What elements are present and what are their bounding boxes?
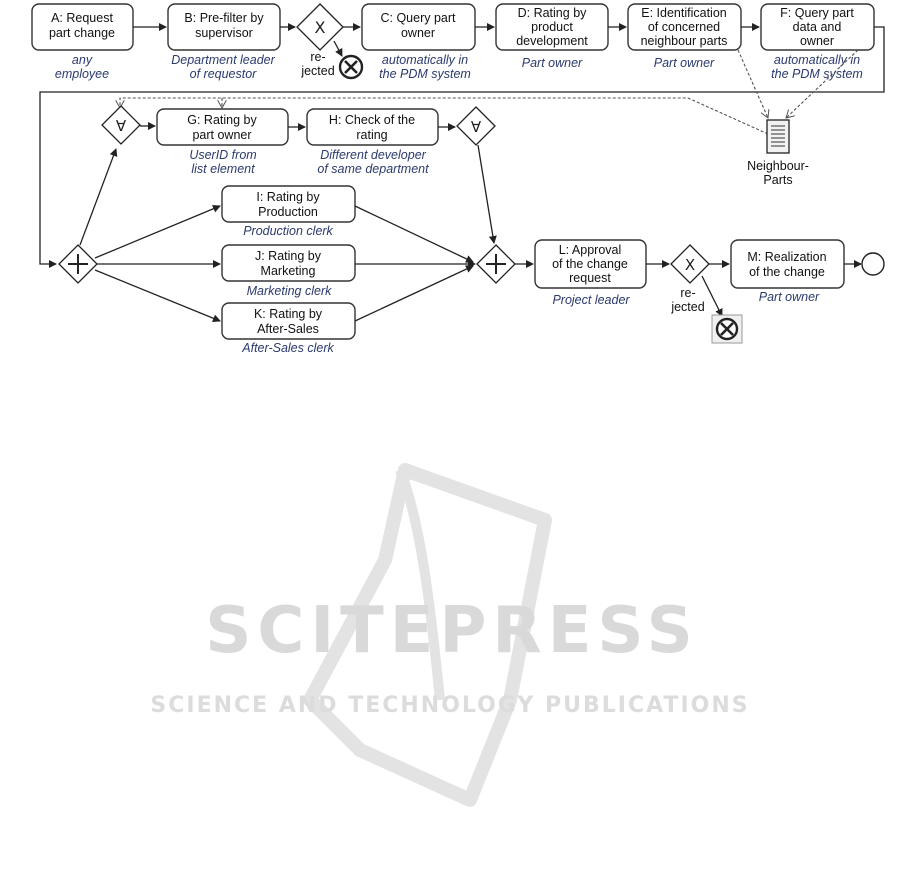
and-join-gateway[interactable] (476, 244, 516, 284)
task-m[interactable]: M: Realization of the change (730, 239, 845, 289)
rejected-2-label-2: jected (670, 300, 704, 314)
task-h-role-2: of same department (317, 162, 429, 176)
task-c[interactable]: C: Query part owner (361, 3, 476, 51)
task-i-label-2: Production (258, 205, 318, 219)
task-g[interactable]: G: Rating by part owner (156, 108, 289, 146)
task-l-role-1: Project leader (552, 293, 630, 307)
task-h-label-1: H: Check of the (329, 113, 415, 127)
edge-xor2-rejected (701, 275, 723, 317)
task-j-role-1: Marketing clerk (247, 284, 332, 298)
task-j[interactable]: J: Rating by Marketing (221, 244, 356, 282)
and-split-gateway[interactable] (58, 244, 98, 284)
edge-and-k (94, 269, 221, 323)
task-d-label-2: product (531, 20, 573, 34)
task-l-label-2: of the change (552, 257, 628, 271)
task-m-role-1: Part owner (759, 290, 820, 304)
xor-gateway-1[interactable]: X (296, 3, 344, 51)
forall-gateway-1-symbol: ∀ (116, 117, 127, 135)
task-a-role-1: any (72, 53, 93, 67)
end-event-icon (861, 252, 885, 276)
task-c-role-1: automatically in (382, 53, 468, 67)
watermark-main: SCITEPRESS (205, 594, 698, 668)
task-e-label-2: of concerned (648, 20, 720, 34)
forall-gateway-1[interactable]: ∀ (101, 105, 141, 145)
task-e-role-1: Part owner (654, 56, 715, 70)
task-g-label-1: G: Rating by (187, 113, 257, 127)
watermark-sub: SCIENCE AND TECHNOLOGY PUBLICATIONS (150, 693, 749, 718)
task-b-role-1: Department leader (171, 53, 275, 67)
task-l-label-1: L: Approval (559, 243, 622, 257)
error-end-event-2-icon (711, 314, 743, 344)
task-b-role-2: of requestor (190, 67, 258, 81)
task-k-label-2: After-Sales (257, 322, 319, 336)
watermark: SCITEPRESS SCIENCE AND TECHNOLOGY PUBLIC… (150, 463, 749, 807)
rejected-1-label-1: re- (310, 50, 325, 64)
task-f-label-3: owner (800, 34, 834, 48)
task-d-label-1: D: Rating by (518, 6, 588, 20)
assoc-f-data (786, 49, 859, 118)
task-m-label-2: of the change (749, 265, 825, 279)
task-c-label-2: owner (401, 26, 435, 40)
task-h[interactable]: H: Check of the rating (306, 108, 439, 146)
task-i[interactable]: I: Rating by Production (221, 185, 356, 223)
task-k-label-1: K: Rating by (254, 307, 323, 321)
rejected-2-label-1: re- (680, 286, 695, 300)
task-d-label-3: development (516, 34, 588, 48)
task-f-role-1: automatically in (774, 53, 860, 67)
edge-xor1-rejected (333, 40, 343, 57)
forall-gateway-2[interactable]: ∀ (456, 106, 496, 146)
data-object-label-2: Parts (763, 173, 792, 187)
task-g-role-2: list element (191, 162, 255, 176)
xor-gateway-2-symbol: X (685, 256, 695, 274)
assoc-e-data (737, 49, 768, 118)
task-e-label-3: neighbour parts (641, 34, 728, 48)
task-d-role-1: Part owner (522, 56, 583, 70)
task-e-label-1: E: Identification (641, 6, 727, 20)
task-l-label-3: request (569, 271, 611, 285)
task-h-role-1: Different developer (320, 148, 426, 162)
task-a[interactable]: A: Request part change (31, 3, 134, 51)
neighbour-parts-data-icon (766, 119, 790, 154)
task-m-label-1: M: Realization (747, 250, 826, 264)
task-c-label-1: C: Query part (380, 11, 456, 25)
task-a-label-2: part change (49, 26, 115, 40)
watermark-book-icon (303, 463, 552, 807)
assoc-data-forall (120, 97, 769, 135)
rejected-1-label-2: jected (300, 64, 334, 78)
edge-k-join (354, 265, 474, 322)
task-j-label-2: Marketing (261, 264, 316, 278)
edge-f-and-split (39, 26, 885, 268)
edge-forall2-join (477, 144, 497, 244)
task-g-role-1: UserID from (189, 148, 256, 162)
data-object-label-1: Neighbour- (747, 159, 809, 173)
task-i-role-1: Production clerk (243, 224, 333, 238)
task-k-role-1: After-Sales clerk (241, 341, 334, 355)
task-c-role-2: the PDM system (379, 67, 471, 81)
task-d[interactable]: D: Rating by product development (495, 3, 609, 51)
edge-and-forall1 (79, 148, 118, 246)
task-b[interactable]: B: Pre-filter by supervisor (167, 3, 281, 51)
edge-and-i (94, 204, 221, 259)
task-k[interactable]: K: Rating by After-Sales (221, 302, 356, 340)
task-f[interactable]: F: Query part data and owner (760, 3, 875, 51)
error-end-event-1-icon (338, 54, 364, 80)
task-f-role-2: the PDM system (771, 67, 863, 81)
task-e[interactable]: E: Identification of concerned neighbour… (627, 3, 742, 51)
xor-gateway-2[interactable]: X (670, 244, 710, 284)
task-f-label-1: F: Query part (780, 6, 854, 20)
task-j-label-1: J: Rating by (255, 249, 322, 263)
task-g-label-2: part owner (192, 128, 251, 142)
task-h-label-2: rating (356, 128, 387, 142)
task-b-label-1: B: Pre-filter by (184, 11, 264, 25)
edge-i-join (354, 205, 474, 263)
task-a-label-1: A: Request (51, 11, 113, 25)
task-a-role-2: employee (55, 67, 109, 81)
task-l[interactable]: L: Approval of the change request (534, 239, 647, 289)
task-i-label-1: I: Rating by (256, 190, 320, 204)
task-b-label-2: supervisor (195, 26, 253, 40)
forall-gateway-2-symbol: ∀ (471, 118, 482, 136)
task-f-label-2: data and (793, 20, 842, 34)
xor-gateway-1-symbol: X (315, 18, 326, 37)
